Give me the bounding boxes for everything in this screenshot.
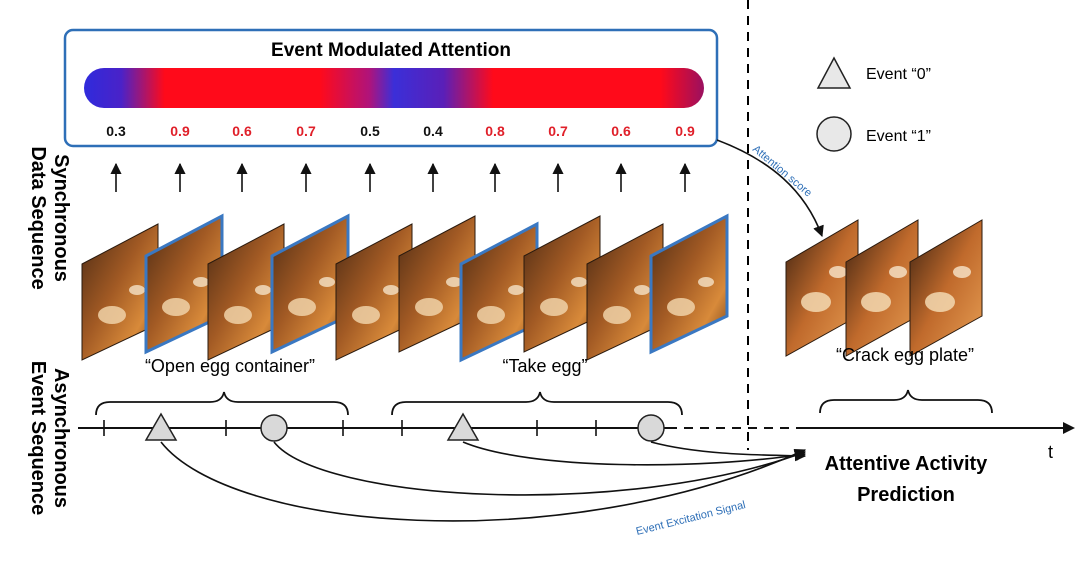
attention-panel-title: Event Modulated Attention: [271, 40, 511, 61]
legend: Event “0” Event “1”: [816, 56, 931, 152]
video-frame-9: [649, 213, 729, 355]
activity-label-take-egg: “Take egg”: [502, 356, 587, 376]
attention-score-7: 0.7: [548, 123, 568, 139]
brace-activity1: [95, 391, 349, 416]
video-frame-0: [81, 223, 159, 361]
legend-event1-label: Event “1”: [866, 128, 931, 145]
attention-score-8: 0.6: [611, 123, 631, 139]
attention-score-3: 0.7: [296, 123, 316, 139]
attention-scores: 0.3 0.9 0.6 0.7 0.5 0.4 0.8 0.7 0.6 0.9: [106, 123, 695, 139]
up-arrows: [110, 162, 691, 192]
event-circle-2: [637, 414, 665, 442]
frame-sequence: [81, 213, 729, 363]
attention-score-9: 0.9: [675, 123, 695, 139]
circle-icon: [816, 116, 852, 152]
event-triangle-1: [144, 412, 178, 441]
async-label-line1: Asynchronous: [50, 368, 72, 508]
brace-activity2: [391, 391, 683, 416]
excitation-curve-4: [650, 441, 807, 462]
timeline-arrowhead: [1063, 422, 1075, 434]
timeline: t: [78, 412, 1075, 462]
attention-score-4: 0.5: [360, 123, 380, 139]
prediction-label-line2: Prediction: [857, 484, 955, 506]
attention-score-2: 0.6: [232, 123, 252, 139]
attention-score-label: Attention score: [750, 143, 814, 199]
event-excitation-label: Event Excitation Signal: [635, 499, 747, 538]
sync-label-line2: Data Sequence: [27, 146, 49, 289]
attention-score-arrow: Attention score: [716, 139, 824, 238]
attention-gradient-bar: [84, 68, 704, 108]
attention-score-1: 0.9: [170, 123, 190, 139]
attention-score-5: 0.4: [423, 123, 443, 139]
activity-label-open-egg-container: “Open egg container”: [145, 356, 315, 376]
video-frame-4: [335, 223, 413, 361]
async-label-line2: Event Sequence: [27, 361, 49, 516]
video-frame-6: [459, 221, 539, 363]
sync-row-label: Synchronous Data Sequence: [27, 146, 72, 289]
video-frame-8: [586, 223, 664, 361]
event-triangle-2: [446, 412, 480, 441]
video-frame-3: [270, 213, 350, 355]
video-frame-5: [398, 215, 476, 353]
timeline-ticks: [103, 420, 597, 436]
async-row-label: Asynchronous Event Sequence: [27, 361, 72, 516]
activity-label-crack-egg-plate: “Crack egg plate”: [836, 345, 974, 365]
excitation-curve-2: [273, 441, 807, 496]
video-frame-2: [207, 223, 285, 361]
brace-activity3: [819, 389, 993, 414]
predicted-frame-2: [909, 219, 983, 357]
legend-event0-label: Event “0”: [866, 66, 931, 83]
time-axis-label: t: [1048, 442, 1053, 462]
triangle-icon: [816, 56, 852, 89]
prediction-label-line1: Attentive Activity: [825, 453, 989, 475]
attention-score-6: 0.8: [485, 123, 505, 139]
excitation-curve-3: [462, 441, 807, 466]
event-circle-1: [260, 414, 288, 442]
excitation-curve-1: [160, 441, 807, 522]
activity-braces: [95, 389, 993, 416]
sync-label-line1: Synchronous: [50, 154, 72, 282]
excitation-curves: [160, 441, 807, 522]
predicted-frame-sequence: [785, 219, 983, 357]
attention-score-0: 0.3: [106, 123, 126, 139]
